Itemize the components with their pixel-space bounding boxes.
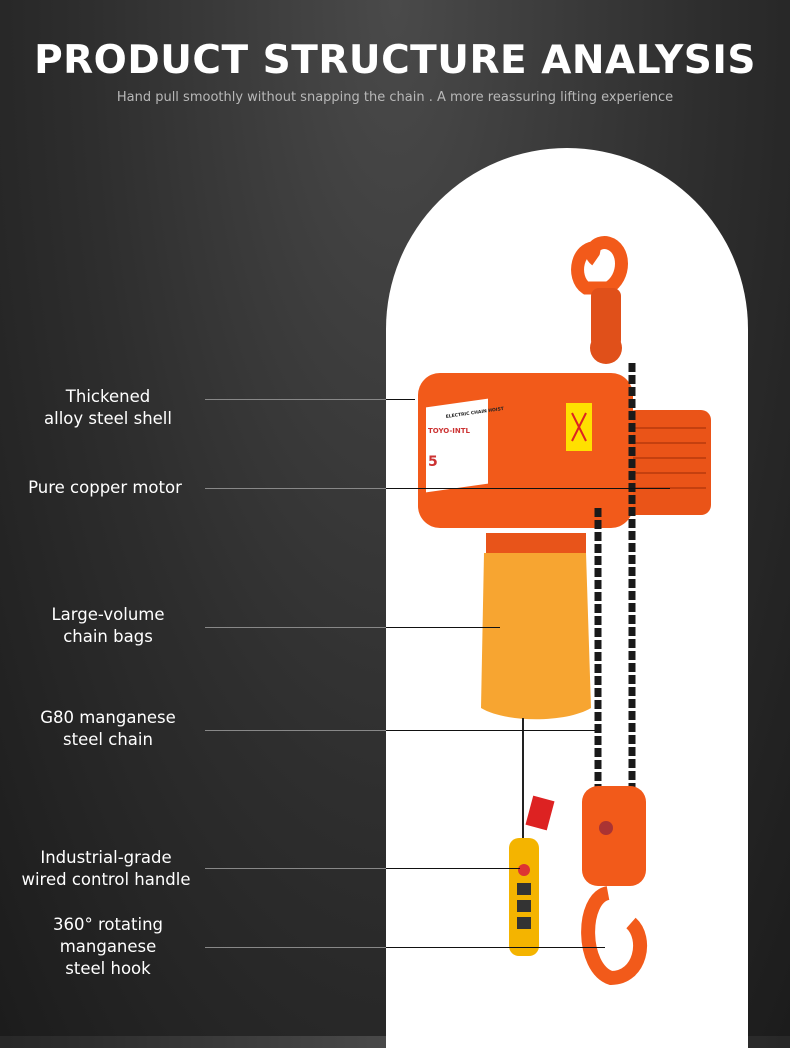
capacity-label: 5	[428, 454, 438, 470]
hoist-image: TOYO-INTL ELECTRIC CHAIN HOIST 5	[418, 236, 711, 986]
callout-chain-label: G80 manganese steel chain	[40, 708, 176, 749]
callout-motor-line	[205, 488, 670, 489]
callout-chain-line	[205, 730, 595, 731]
callout-shell-line	[205, 399, 415, 400]
page-subtitle: Hand pull smoothly without snapping the …	[116, 90, 674, 105]
page-title: PRODUCT STRUCTURE ANALYSIS	[34, 38, 756, 83]
callout-handle-line	[205, 868, 520, 869]
callout-shell-label: Thickened alloy steel shell	[44, 387, 172, 428]
callout-hook-label: 360° rotating manganese steel hook	[52, 915, 164, 978]
callout-hook-line	[205, 947, 605, 948]
callout-motor-label: Pure copper motor	[28, 478, 182, 497]
brand-label: TOYO-INTL	[428, 427, 471, 435]
callout-bag-label: Large-volume chain bags	[51, 605, 165, 646]
callout-handle-label: Industrial-grade wired control handle	[21, 848, 191, 889]
callout-bag-line	[205, 627, 500, 628]
